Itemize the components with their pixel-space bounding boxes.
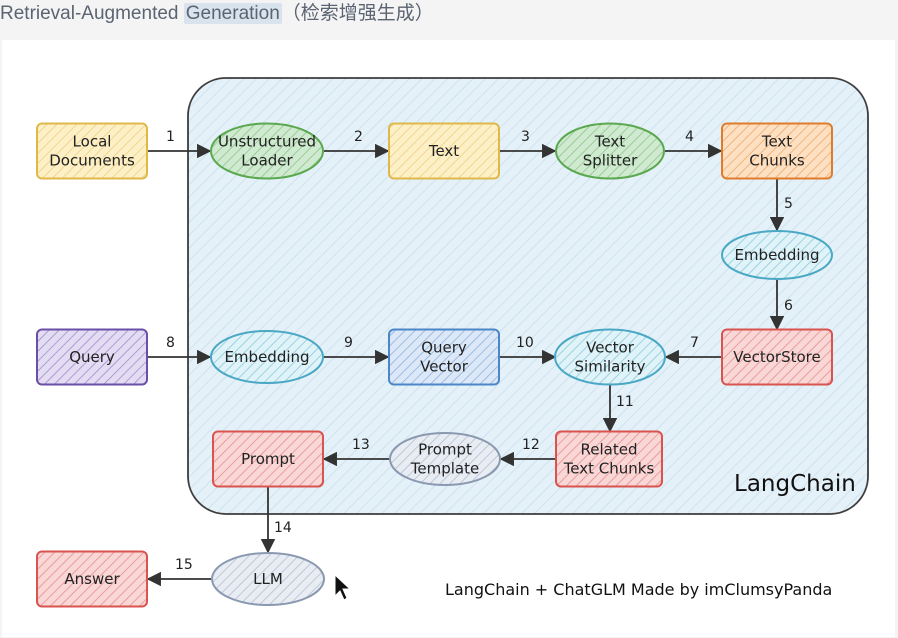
node-vectorstore-label-0: VectorStore [733, 348, 820, 366]
node-prompt: Prompt [212, 430, 324, 488]
node-text-splitter-label-1: Splitter [583, 152, 638, 170]
node-unstructured-loader-label-0: Unstructured [218, 133, 316, 151]
edge-8-label: 8 [166, 335, 175, 351]
node-embedding-mid: Embedding [210, 330, 324, 384]
header-title-highlight: Generation [183, 3, 282, 24]
edge-3-label: 3 [521, 129, 530, 145]
node-prompt-template-label-1: Template [410, 460, 479, 478]
langchain-container [187, 77, 869, 515]
node-answer-box [36, 550, 148, 608]
edge-10-label: 10 [516, 335, 534, 351]
edge-12-label: 12 [522, 437, 540, 453]
edge-9-label: 9 [344, 335, 353, 351]
node-prompt-box [212, 430, 324, 488]
edge-13-label: 13 [352, 437, 370, 453]
edge-6-label: 6 [784, 298, 793, 314]
node-prompt-label-0: Prompt [241, 450, 295, 468]
node-prompt-template-label-0: Prompt [418, 441, 472, 459]
node-llm-label-0: LLM [253, 570, 283, 588]
node-text-chunks-box [721, 122, 833, 180]
edge-5-label: 5 [784, 196, 793, 212]
edge-4-label: 4 [685, 129, 694, 145]
node-related-text-chunks-label-1: Text Chunks [563, 460, 655, 478]
node-answer: Answer [36, 550, 148, 608]
node-text-box [388, 122, 500, 180]
node-embedding-top-ellipse [721, 230, 833, 280]
mouse-cursor-icon [334, 573, 352, 601]
node-vector-similarity-label-0: Vector [586, 339, 635, 357]
node-llm: LLM [211, 552, 325, 606]
edge-7-label: 7 [690, 335, 699, 351]
header-title-cn: （检索增强生成） [281, 3, 434, 24]
node-embedding-mid-ellipse [210, 330, 324, 384]
node-text-label-0: Text [428, 142, 459, 160]
edge-11-label: 11 [616, 394, 634, 410]
header-title-main: Retrieval-Augmented [0, 3, 184, 24]
node-local-documents-label-1: Documents [49, 152, 135, 170]
node-query-vector-label-0: Query [421, 339, 467, 357]
node-related-text-chunks-label-0: Related [581, 441, 638, 459]
edge-2-label: 2 [354, 129, 363, 145]
langchain-label: LangChain [734, 471, 856, 497]
credit-text: LangChain + ChatGLM Made by imClumsyPand… [445, 580, 832, 599]
node-local-documents-box [36, 122, 148, 180]
node-embedding-mid-label-0: Embedding [224, 348, 309, 366]
node-vectorstore-box [721, 328, 833, 386]
node-text-chunks-label-1: Chunks [749, 152, 805, 170]
node-query-vector-label-1: Vector [420, 358, 469, 376]
node-text: Text [388, 122, 500, 180]
node-vector-similarity-ellipse [554, 328, 666, 386]
page-header: Retrieval-Augmented Generation（检索增强生成） [0, 0, 898, 30]
node-embedding-top-label-0: Embedding [734, 246, 819, 264]
node-related-text-chunks-box [555, 430, 663, 488]
node-query-box [36, 328, 148, 386]
node-text-splitter-ellipse [555, 122, 665, 180]
node-local-documents-label-0: Local [73, 133, 112, 151]
node-vectorstore: VectorStore [721, 328, 833, 386]
node-text-chunks-label-0: Text [761, 133, 792, 151]
node-embedding-top: Embedding [721, 230, 833, 280]
edge-14-label: 14 [274, 520, 292, 536]
node-text-splitter-label-0: Text [594, 133, 625, 151]
edge-1-label: 1 [166, 129, 175, 145]
node-answer-label-0: Answer [64, 570, 120, 588]
node-unstructured-loader-ellipse [210, 122, 324, 180]
edge-15-label: 15 [175, 557, 193, 573]
node-query-vector-box [388, 328, 500, 386]
node-unstructured-loader-label-1: Loader [241, 152, 293, 170]
node-query: Query [36, 328, 148, 386]
node-query-label-0: Query [69, 348, 115, 366]
node-llm-ellipse [211, 552, 325, 606]
node-prompt-template-ellipse [389, 432, 501, 486]
node-vector-similarity-label-1: Similarity [575, 358, 646, 376]
